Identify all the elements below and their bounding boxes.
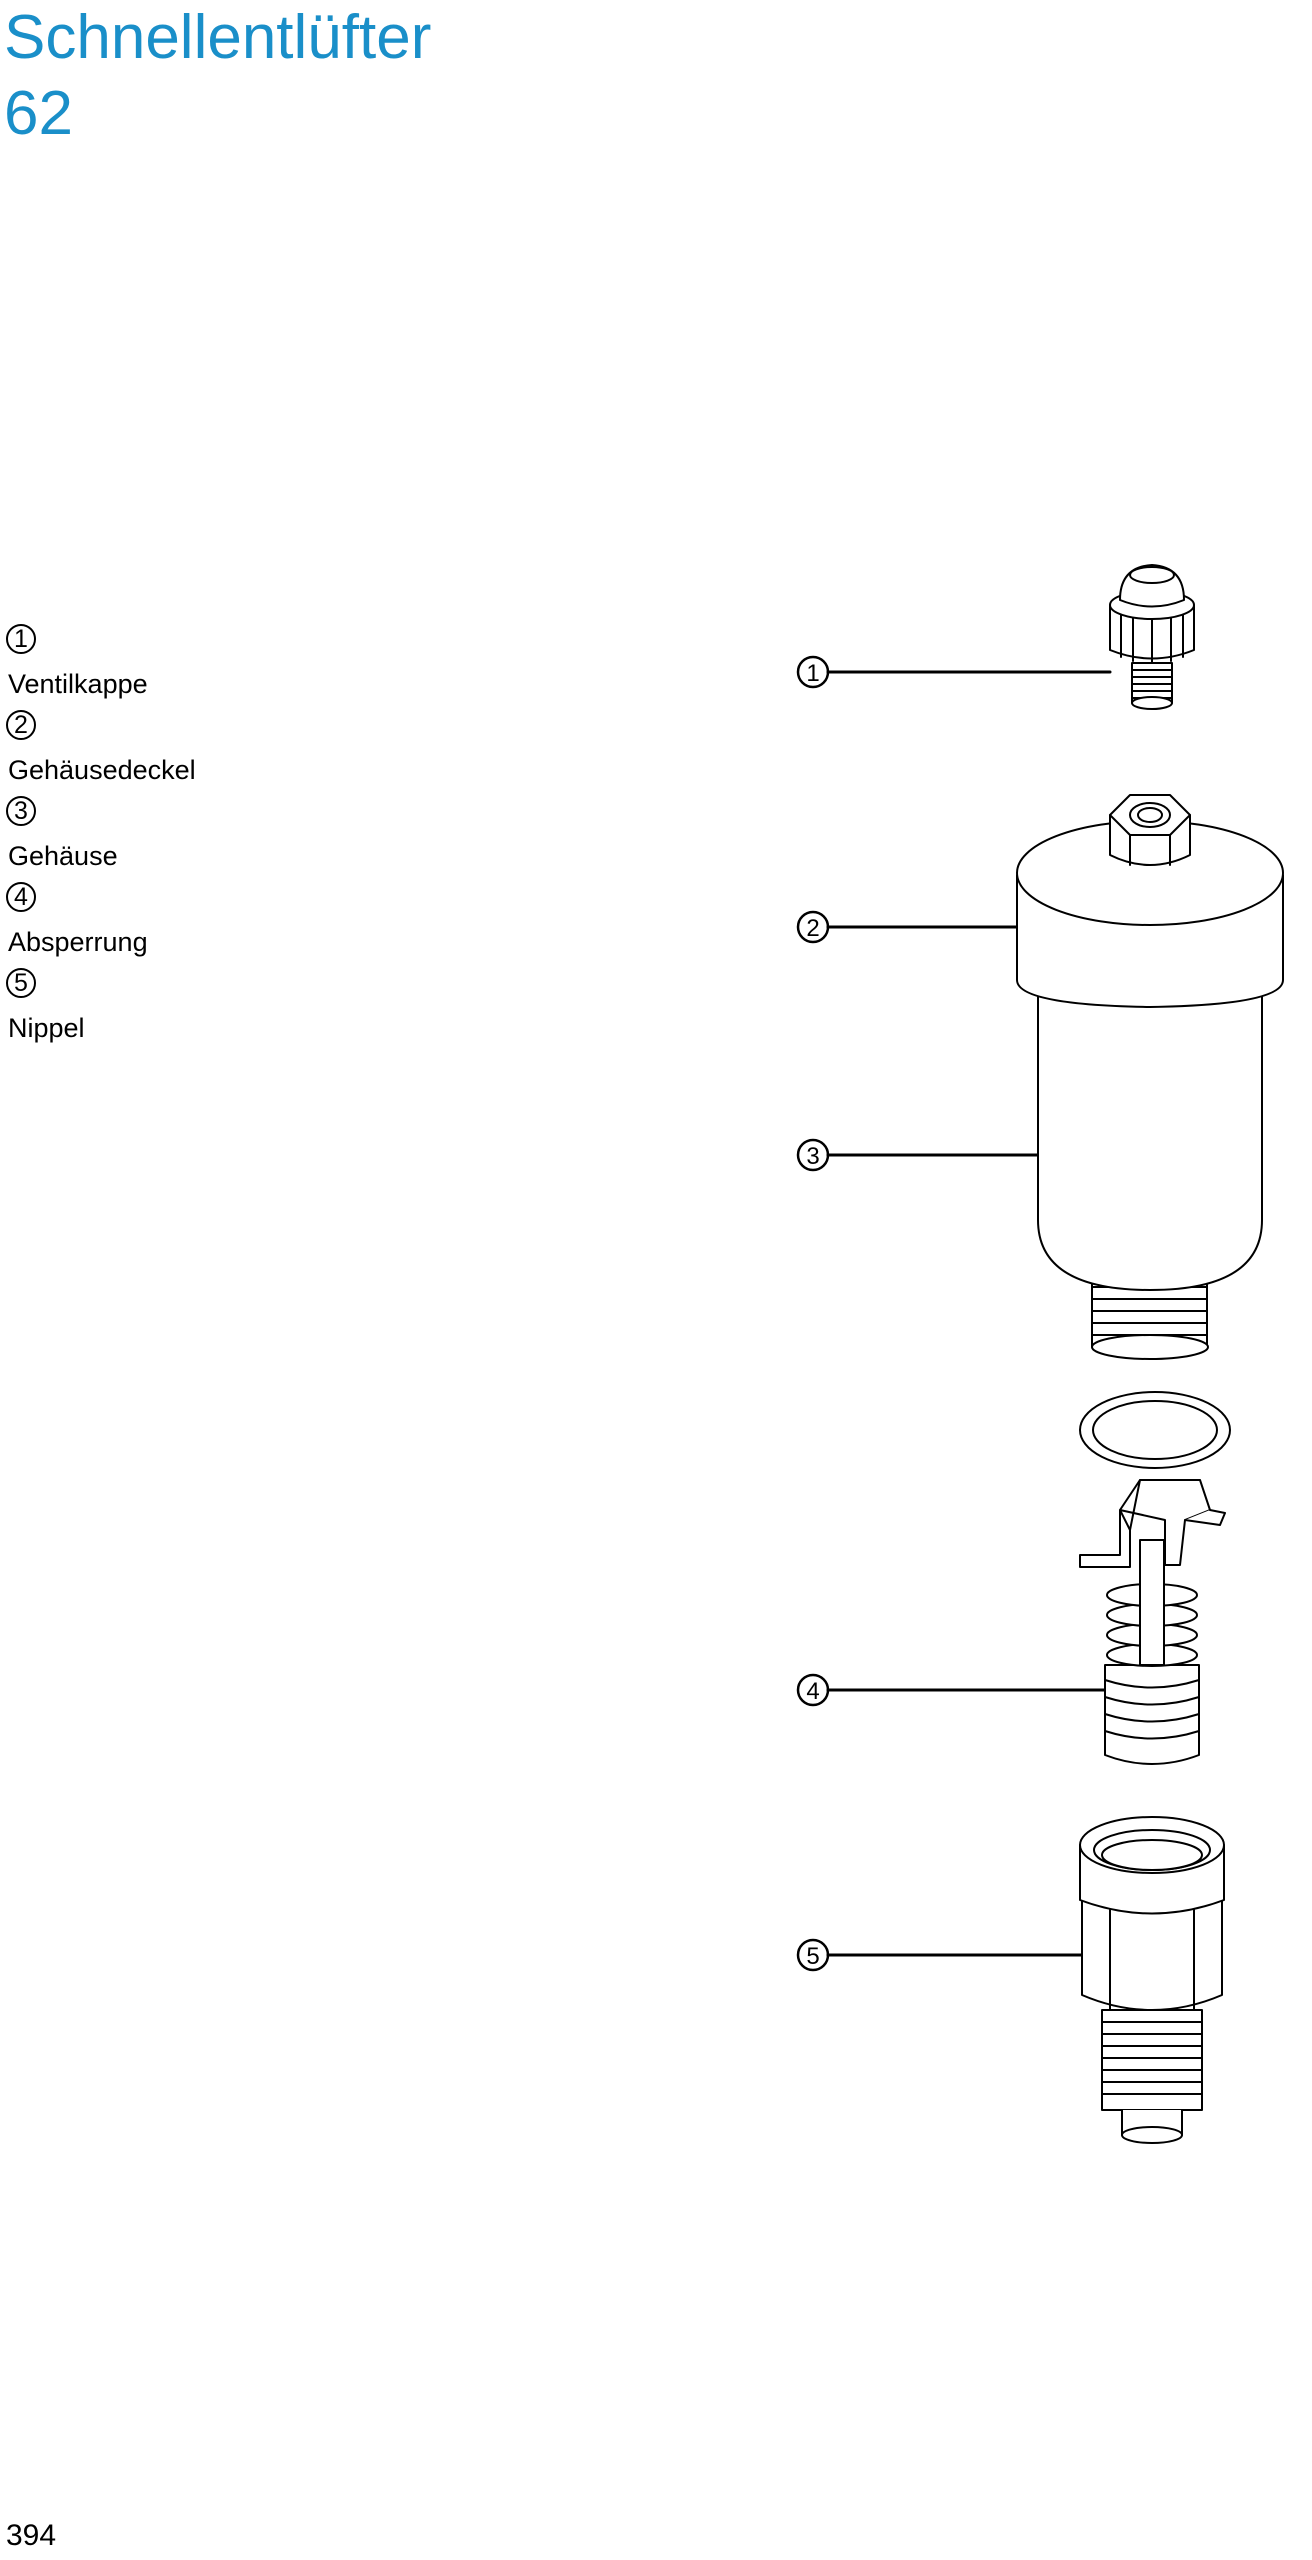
- legend-item-nippel: 5 Nippel: [6, 968, 326, 1054]
- part-valve-cap: [1109, 564, 1195, 710]
- legend-label: Gehäuse: [8, 841, 118, 871]
- title-product-name: Schnellentlüfter: [4, 3, 432, 72]
- legend-label: Ventilkappe: [8, 669, 148, 699]
- callout-number: 5: [806, 1943, 819, 1970]
- legend-label: Nippel: [8, 1013, 85, 1043]
- callout-number: 4: [806, 1678, 819, 1705]
- legend-label: Gehäusedeckel: [8, 755, 196, 785]
- part-nipple: [1079, 1816, 1225, 2144]
- callout-4: 4: [796, 1673, 1107, 1707]
- callout-5: 5: [796, 1938, 1084, 1972]
- callout-2: 2: [796, 910, 1024, 944]
- exploded-view-drawing: 1 2 3 4 5: [796, 564, 1284, 2144]
- legend-label: Absperrung: [8, 927, 148, 957]
- legend-number-badge: 1: [6, 624, 36, 654]
- title-product-number: 62: [4, 79, 73, 148]
- callout-1: 1: [796, 655, 1112, 689]
- legend-item-gehaeusedeckel: 2 Gehäusedeckel: [6, 710, 326, 796]
- callout-3: 3: [796, 1138, 1050, 1172]
- legend-item-absperrung: 4 Absperrung: [6, 882, 326, 968]
- part-shutoff-insert: [1079, 1479, 1226, 1765]
- part-housing: [1016, 794, 1284, 1360]
- legend-number-badge: 3: [6, 796, 36, 826]
- page-title: Schnellentlüfter 62: [4, 0, 431, 152]
- legend-item-gehaeuse: 3 Gehäuse: [6, 796, 326, 882]
- callout-number: 1: [806, 660, 819, 687]
- legend-item-ventilkappe: 1 Ventilkappe: [6, 624, 326, 710]
- legend-number-badge: 2: [6, 710, 36, 740]
- parts-legend: 1 Ventilkappe 2 Gehäusedeckel 3 Gehäuse …: [6, 624, 326, 1054]
- callout-number: 3: [806, 1143, 819, 1170]
- part-gasket-ring: [1079, 1391, 1231, 1469]
- page-number: 394: [6, 2519, 57, 2552]
- legend-number-badge: 5: [6, 968, 36, 998]
- legend-number-badge: 4: [6, 882, 36, 912]
- callout-number: 2: [806, 915, 819, 942]
